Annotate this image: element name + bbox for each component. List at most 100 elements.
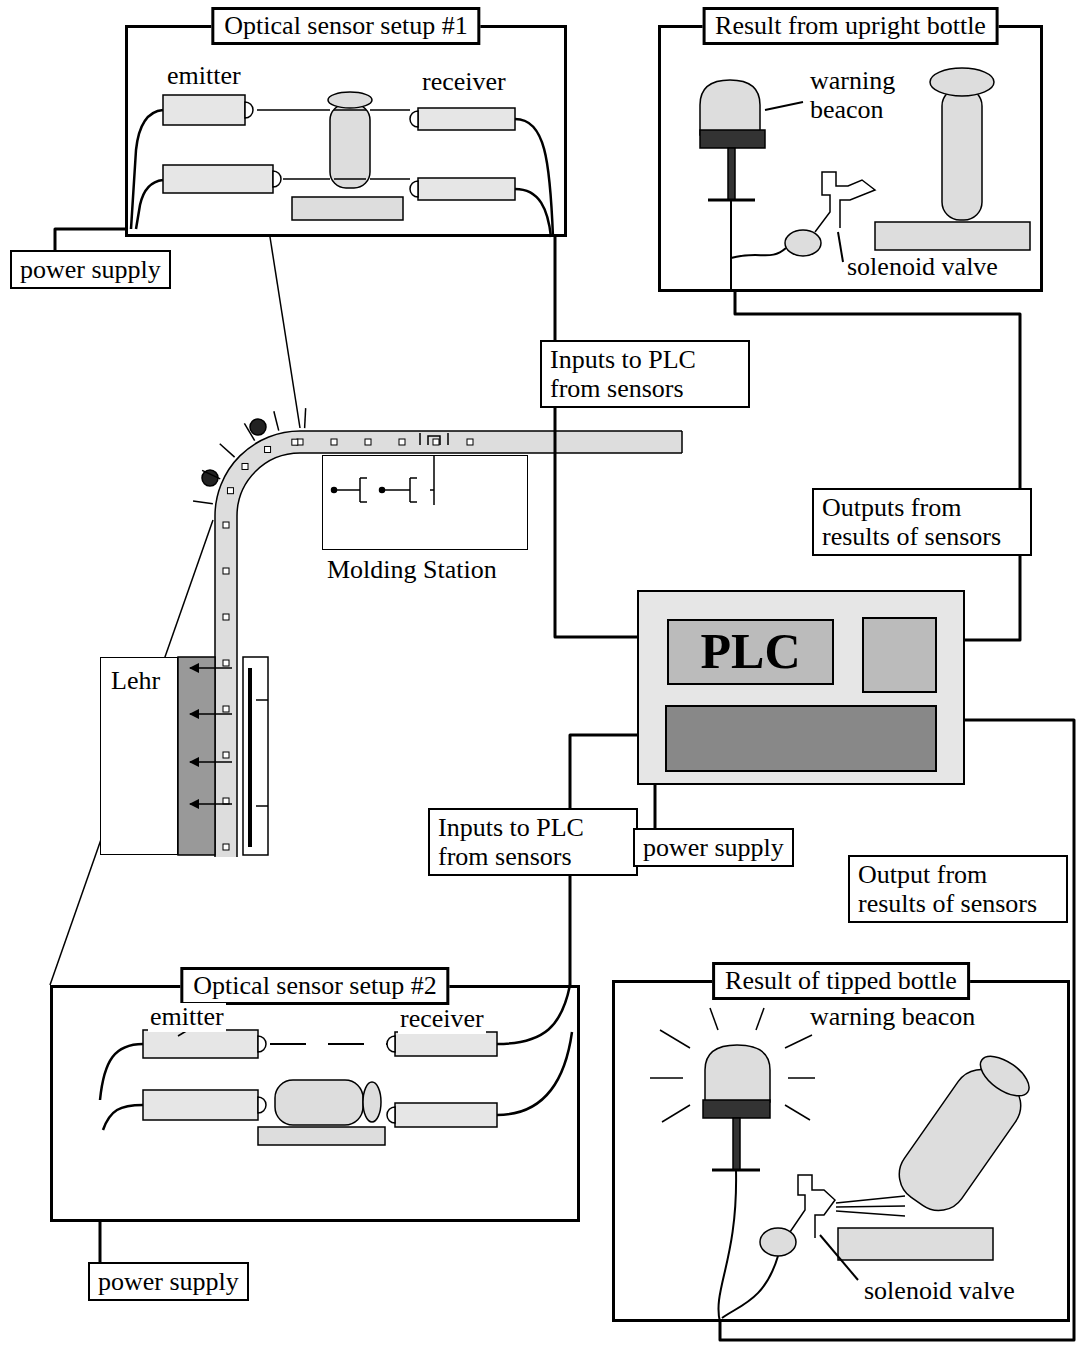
conveyor (202, 470, 218, 486)
receiver-unit (387, 1107, 395, 1123)
warning-beacon (660, 1030, 690, 1048)
box-text: power supply (20, 255, 161, 284)
plc-unit: PLC (637, 590, 965, 785)
lehr-detail (190, 761, 232, 763)
tipped-bottle (838, 1045, 1041, 1260)
result-panel: Result from upright bottle (658, 25, 1043, 292)
part-label: warning beacon (808, 1003, 977, 1032)
ladder-symbol (410, 478, 417, 502)
solenoid-valve (836, 1211, 905, 1216)
bottle (363, 1082, 381, 1122)
plc-module (862, 617, 937, 693)
wire (731, 248, 786, 258)
emitter-unit (143, 1030, 258, 1058)
bottle (292, 92, 403, 220)
receiver-unit (410, 181, 418, 197)
wire-connector (99, 1222, 102, 1262)
lehr-detail (256, 699, 268, 701)
warning-beacon (785, 1035, 812, 1048)
conveyor (226, 442, 682, 857)
lehr: Lehr (100, 657, 178, 855)
signal-label-box: Outputs from results of sensors (812, 488, 1032, 556)
bottle (275, 1080, 363, 1125)
conveyor-marks (220, 444, 235, 457)
light-beam (370, 178, 410, 180)
power-supply-box: power supply (10, 250, 171, 289)
part-label: emitter (148, 1003, 226, 1032)
conveyor-marks (223, 614, 229, 620)
wire (515, 119, 553, 237)
warning-beacon (785, 1105, 810, 1120)
solenoid-valve (760, 1175, 905, 1256)
conveyor-marks (399, 439, 405, 445)
part-label: receiver (398, 1005, 486, 1034)
wire-connector (735, 292, 1020, 640)
conveyor-marks (305, 408, 306, 428)
receiver-unit (395, 1103, 497, 1127)
receiver-unit (410, 108, 515, 200)
light-beam (370, 109, 410, 111)
solenoid-valve (790, 1175, 835, 1238)
warning-beacon (650, 1008, 815, 1122)
wire (103, 1105, 143, 1130)
tipped-bottle (974, 1049, 1036, 1104)
wire (100, 985, 572, 1130)
solenoid-valve (785, 230, 821, 256)
bottle (292, 197, 403, 220)
power-supply-box: power supply (633, 828, 794, 867)
receiver-unit (410, 111, 418, 127)
warning-beacon (650, 1077, 683, 1079)
leader-line (270, 237, 300, 428)
conveyor-marks (365, 439, 371, 445)
part-label: solenoid valve (862, 1277, 1017, 1306)
bottle (258, 1080, 385, 1145)
box-text: Lehr (111, 666, 160, 695)
emitter-unit (258, 1097, 266, 1113)
solenoid-valve (836, 1196, 905, 1216)
molding-station: Molding Station (322, 455, 528, 550)
light-beam (257, 109, 330, 111)
conveyor-marks (227, 488, 233, 494)
conveyor (250, 419, 266, 435)
conveyor-marks (274, 411, 279, 430)
receiver-unit (395, 1032, 497, 1056)
ladder-symbol (430, 456, 434, 505)
bottle (258, 1127, 385, 1145)
conveyor-marks (223, 844, 229, 850)
wire (131, 110, 553, 237)
solenoid-valve (836, 1196, 905, 1203)
conveyor-marks (292, 439, 298, 445)
warning-beacon (700, 80, 765, 200)
wire-connector (555, 237, 637, 637)
wire (100, 1044, 143, 1100)
plc-io-rack (665, 705, 937, 772)
warning-beacon (733, 1118, 740, 1170)
bottle (930, 68, 994, 96)
wire-connector (720, 720, 1074, 1340)
ladder-symbol (360, 478, 367, 502)
wire-connector (55, 229, 125, 250)
part-label: solenoid valve (845, 253, 1000, 282)
conveyor-marks (223, 706, 229, 712)
lehr-detail (243, 657, 268, 855)
panel-heading: Result from upright bottle (702, 7, 999, 45)
lehr-detail (256, 805, 268, 807)
warning-beacon (703, 1100, 770, 1118)
warning-beacon (705, 1045, 770, 1102)
conveyor-marks (223, 752, 229, 758)
receiver-unit (387, 1036, 395, 1052)
panel-heading: Optical sensor setup #1 (211, 7, 480, 45)
conveyor-marks (265, 446, 271, 452)
box-text: Inputs to PLC from sensors (550, 345, 740, 403)
lehr-detail (248, 668, 252, 847)
wire (722, 1256, 778, 1318)
conveyor (237, 453, 682, 857)
box-text: power supply (98, 1267, 239, 1296)
ladder-symbol (334, 489, 360, 491)
part-label: emitter (165, 62, 243, 91)
conveyor-marks (223, 522, 229, 528)
sensor-setup-panel: Optical sensor setup #1 (125, 25, 567, 237)
wire (718, 1170, 736, 1322)
box-text: PLC (667, 619, 834, 685)
